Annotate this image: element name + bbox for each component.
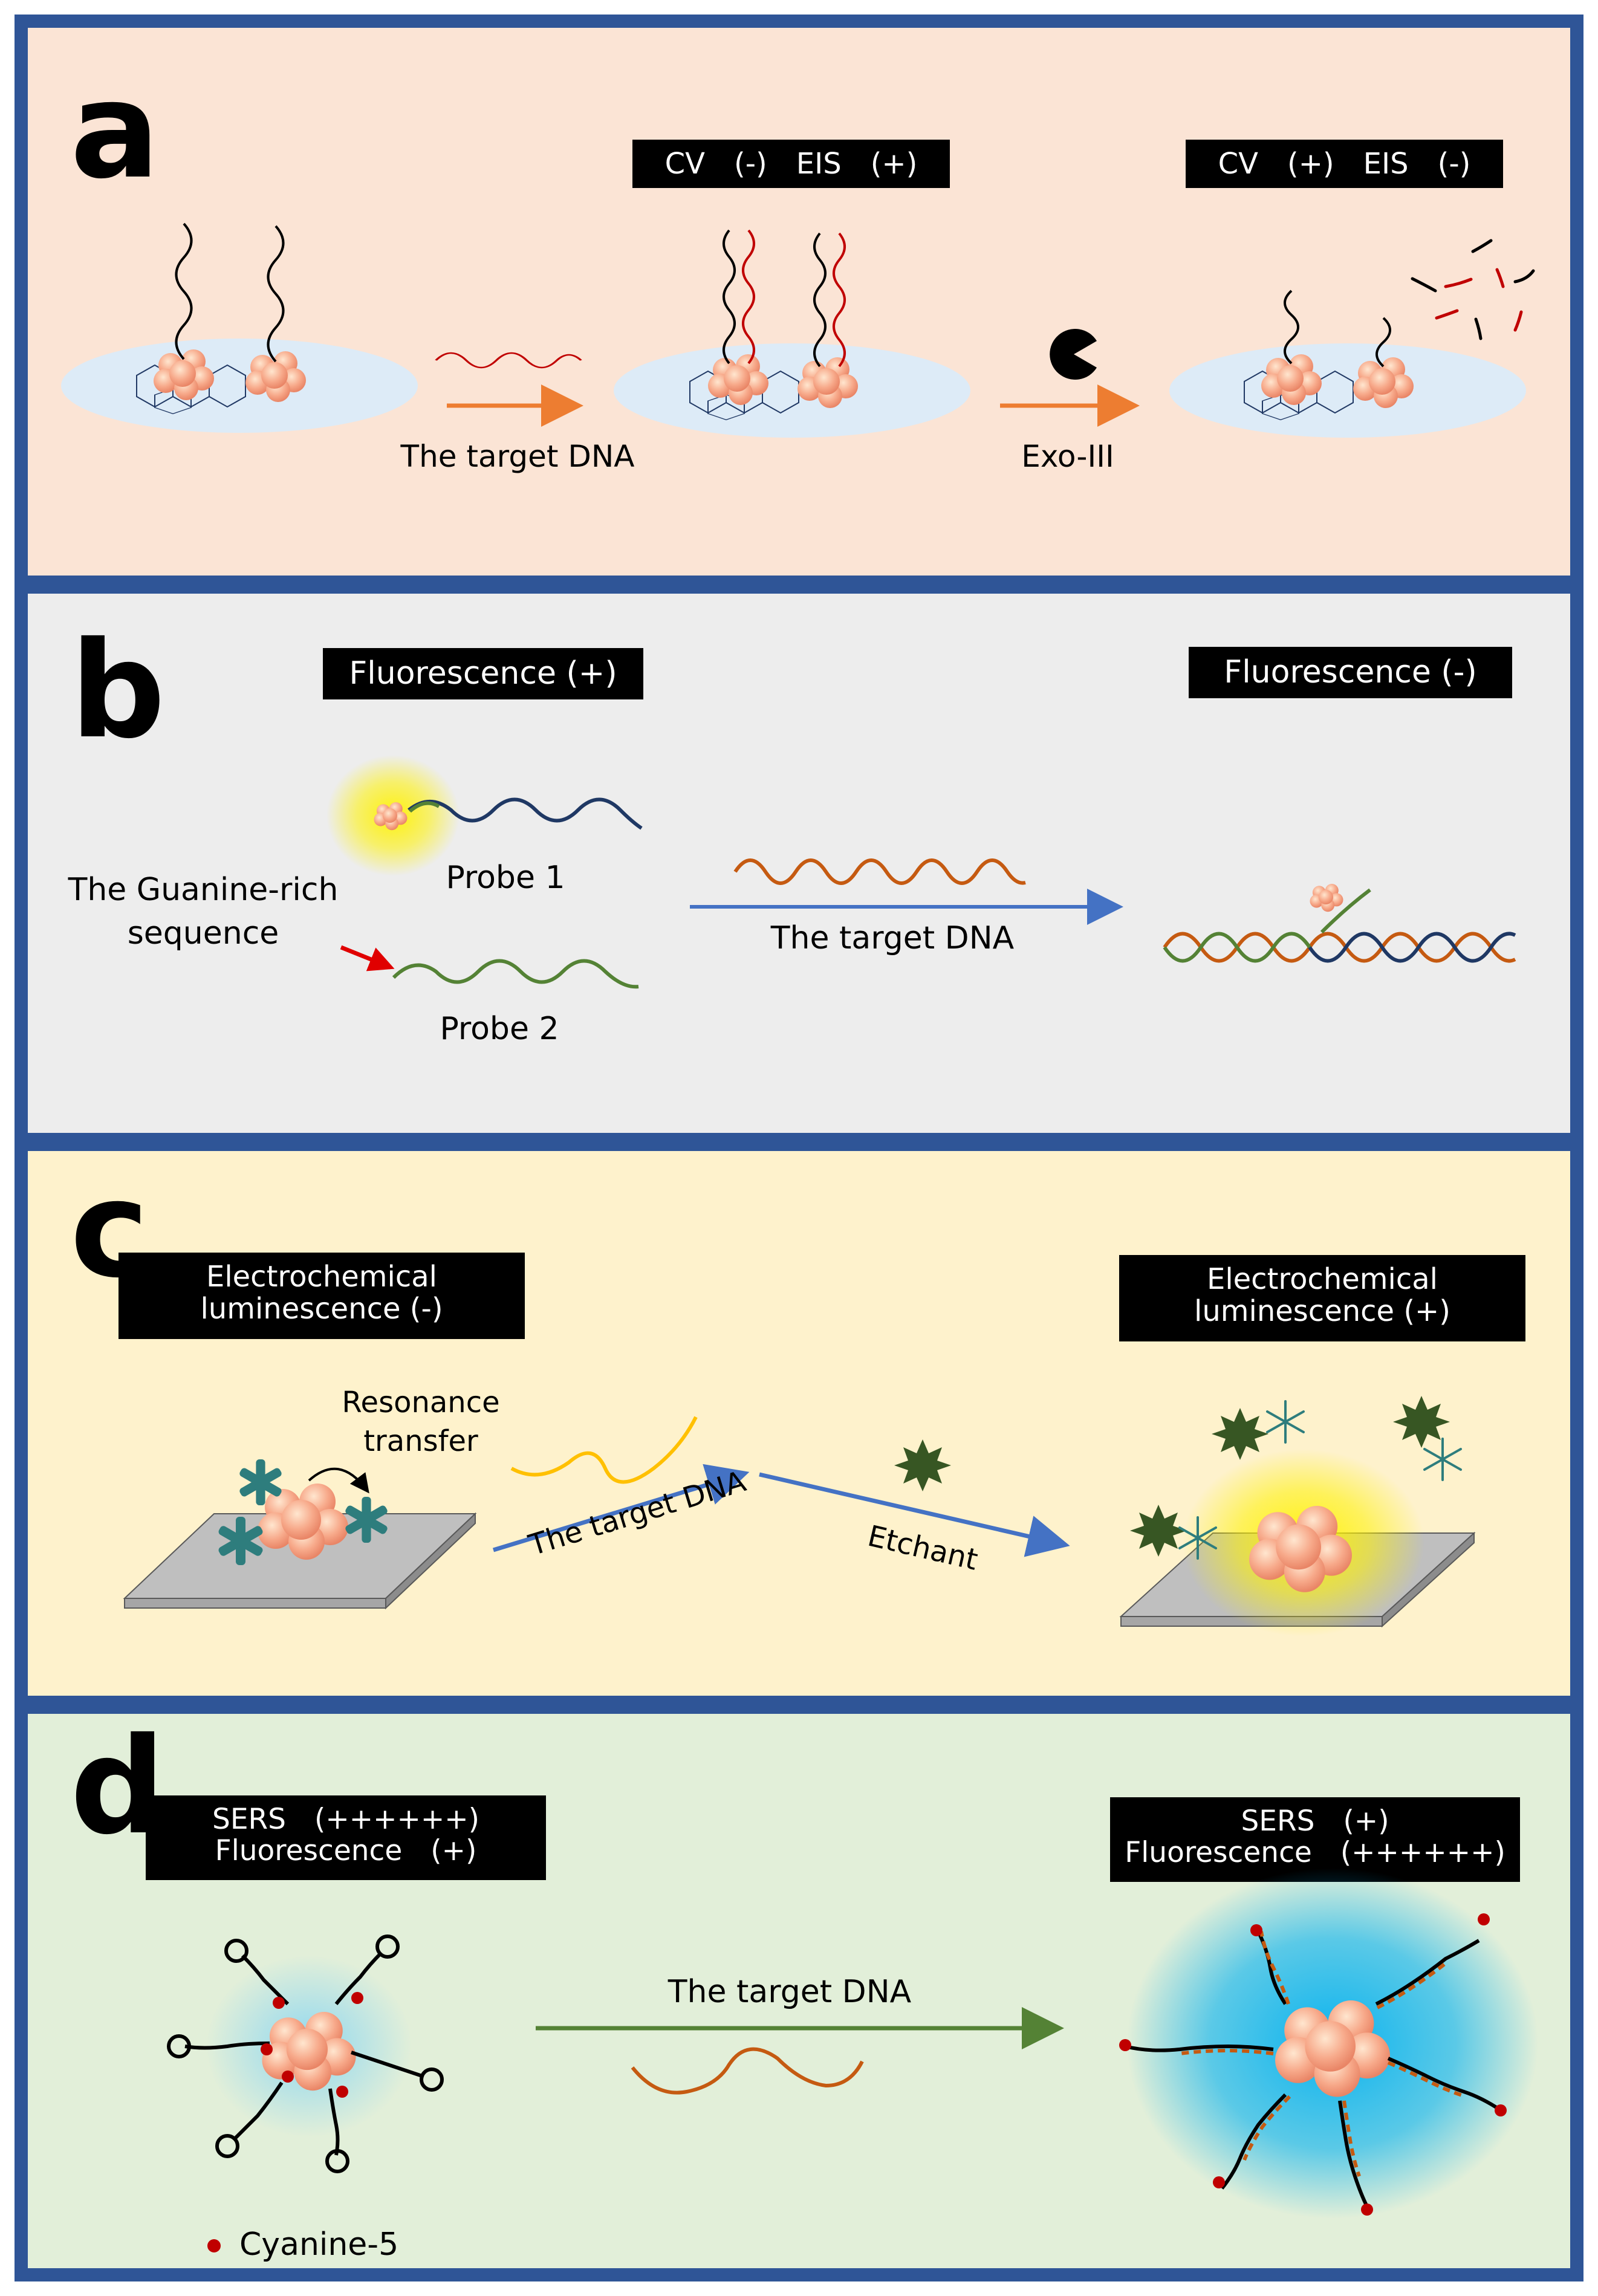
panel-letter-a: a [70,53,160,208]
arrow-c1 [492,1464,750,1552]
cv-eis-label-middle-text: CV (-) EIS (+) [664,147,918,181]
caption-cyanine-5: Cyanine-5 [239,2226,399,2263]
panel-a: a CV (-) EIS (+) CV (+) EIS (-) [15,15,1583,589]
caption-resonance-line-2: transfer [363,1424,478,1458]
etchant-star-icon [894,1439,951,1491]
panel-d-illustration [167,1868,1538,2252]
caption-probe-2: Probe 2 [440,1011,559,1047]
electrode-1 [61,222,418,433]
guanine-pointer-arrow [340,945,395,971]
fluorescence-label-right: Fluorescence (-) [1189,647,1512,698]
panel-d: d SERS (++++++) Fluorescence (+) SERS (+… [15,1701,1583,2281]
panel-b: b Fluorescence (+) Fluorescence (-) Prob… [15,580,1583,1146]
fluorescence-label-right-text: Fluorescence (-) [1224,654,1477,690]
caption-target-dna-d: The target DNA [667,1974,912,2010]
ecl-label-left: Electrochemical luminescence (-) [119,1253,525,1339]
target-dna-strand-a [435,352,582,369]
caption-target-dna-b: The target DNA [770,920,1015,956]
arrow-c2 [759,1472,1070,1557]
caption-probe-1: Probe 1 [446,860,565,896]
ecl-label-left-line-1: Electrochemical [206,1260,438,1294]
exo-iii-icon [1050,329,1097,380]
caption-resonance-line-1: Resonance [342,1386,500,1419]
caption-guanine-line-1: The Guanine-rich [68,872,339,908]
cyanine-dots-right [1119,1913,1507,2216]
panel-a-illustration [61,222,1535,438]
caption-target-dna-a: The target DNA [400,439,635,474]
hybrid-duplex [1163,888,1516,963]
sers-label-left-line-2: Fluorescence (+) [215,1834,477,1867]
target-dna-strand-d [631,2047,864,2095]
panel-c-illustration [123,1396,1476,1636]
target-dna-strand-c [510,1416,698,1484]
cv-eis-label-middle: CV (-) EIS (+) [632,140,950,188]
panel-b-illustration [326,755,1516,989]
ecl-label-right-line-2: luminescence (+) [1194,1294,1450,1328]
fluorescence-label-left: Fluorescence (+) [323,648,643,699]
target-dna-strand-b [733,858,1026,885]
fluorescence-label-left-text: Fluorescence (+) [349,655,617,692]
electrode-2 [614,229,970,438]
panel-letter-b: b [70,613,166,768]
ecl-label-right: Electrochemical luminescence (+) [1119,1255,1525,1341]
released-stars [1130,1396,1450,1557]
hairpin-probes [167,1934,444,2173]
dna-fragments [1411,239,1535,340]
duplex-arms [1125,1930,1501,2208]
cyanine-dots-left [261,1992,363,2098]
sers-label-right: SERS (+) Fluorescence (++++++) [1110,1797,1520,1882]
cyanine-legend-dot [207,2239,221,2252]
ecl-label-right-line-1: Electrochemical [1206,1262,1438,1296]
probe-2-strand [392,959,639,989]
sers-label-left-line-1: SERS (++++++) [212,1803,479,1836]
sers-label-left: SERS (++++++) Fluorescence (+) [146,1795,546,1880]
electrode-3 [1169,290,1526,438]
cv-eis-label-right: CV (+) EIS (-) [1186,140,1503,188]
caption-guanine-line-2: sequence [127,915,279,952]
sers-label-right-line-2: Fluorescence (++++++) [1125,1835,1505,1869]
caption-exo-iii: Exo-III [1021,439,1114,474]
cv-eis-label-right-text: CV (+) EIS (-) [1218,147,1471,181]
panel-c: c Electrochemical luminescence (-) Elect… [15,1138,1583,1709]
ecl-label-left-line-2: luminescence (-) [200,1291,443,1326]
resonance-arrow [308,1467,369,1494]
sers-label-right-line-1: SERS (+) [1241,1805,1389,1838]
probe-1-strand [408,797,643,830]
